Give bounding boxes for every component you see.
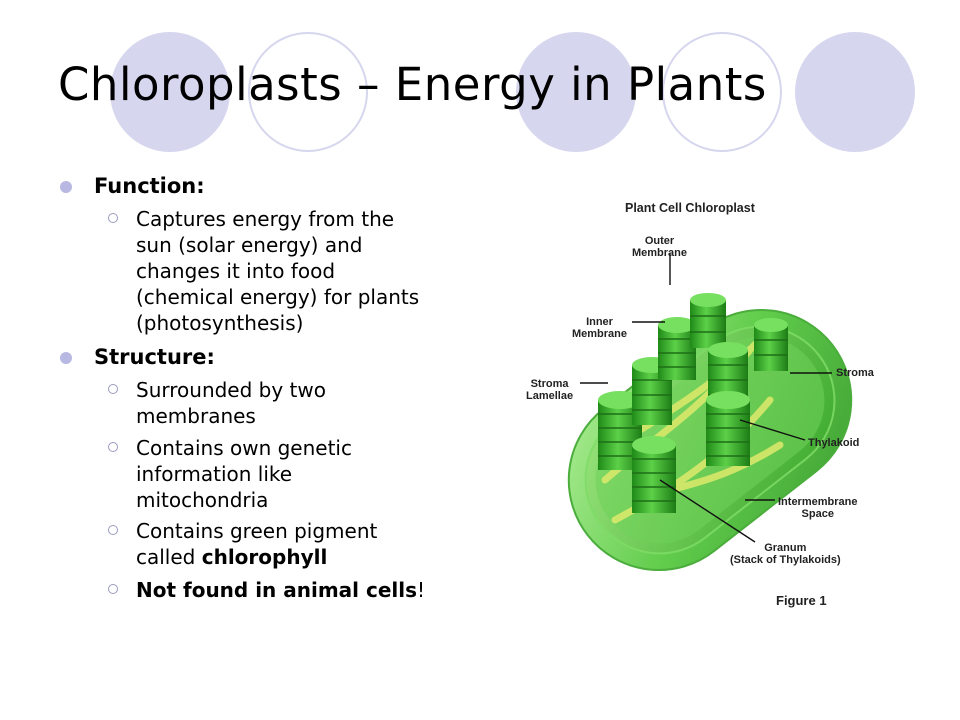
- sub-bullet-ring-icon: [108, 213, 118, 223]
- sub-bullet-function-description: Captures energy from the sun (solar ener…: [108, 206, 456, 336]
- emphasis-text: Not found in animal cells: [136, 578, 418, 602]
- label-line: Granum: [764, 542, 807, 554]
- sub-bullet-not-in-animals: Not found in animal cells!: [108, 577, 456, 603]
- label-thylakoid: Thylakoid: [808, 437, 860, 449]
- label-line: Membrane: [572, 328, 628, 340]
- text-line: Captures energy from the: [136, 207, 395, 231]
- text-line: changes it into food: [136, 259, 336, 283]
- text-line: Not found in animal cells!: [136, 577, 456, 603]
- bullet-heading: Function:: [94, 174, 205, 198]
- sub-bullet-two-membranes: Surrounded by two membranes: [108, 377, 456, 429]
- label-line: Lamellae: [526, 390, 574, 402]
- decor-circle-2: [248, 32, 368, 152]
- sub-bullet-chlorophyll: Contains green pigment called chlorophyl…: [108, 518, 456, 570]
- sub-bullet-ring-icon: [108, 525, 118, 535]
- text-line: mitochondria: [136, 488, 269, 512]
- text-line: sun (solar energy) and: [136, 233, 363, 257]
- sub-bullet-ring-icon: [108, 442, 118, 452]
- bullet-structure: Structure:: [60, 345, 215, 369]
- text-line: Surrounded by two: [136, 378, 326, 402]
- bullet-dot-icon: [60, 352, 72, 364]
- text-line: Contains own genetic: [136, 436, 352, 460]
- label-line: Space: [801, 508, 834, 520]
- diagram-title: Plant Cell Chloroplast: [625, 201, 755, 215]
- text-line: called chlorophyll: [136, 544, 456, 570]
- label-line: (Stack of Thylakoids): [730, 554, 841, 566]
- text-line: Contains green pigment: [136, 519, 378, 543]
- label-granum: Granum (Stack of Thylakoids): [730, 542, 841, 566]
- chloroplast-illustration: [567, 253, 853, 572]
- label-line: Intermembrane: [778, 496, 858, 508]
- text-segment: called: [136, 545, 202, 569]
- figure-caption: Figure 1: [776, 593, 827, 608]
- decor-circle-3: [516, 32, 636, 152]
- label-outer-membrane: Outer Membrane: [632, 235, 687, 259]
- label-leader-lines: [580, 253, 832, 543]
- text-line: membranes: [136, 404, 256, 428]
- slide-title: Chloroplasts – Energy in Plants: [58, 58, 767, 111]
- bullet-function: Function:: [60, 174, 205, 198]
- label-intermembrane-space: Intermembrane Space: [778, 496, 857, 520]
- label-line: Inner: [586, 316, 613, 328]
- grana-stacks: [598, 293, 788, 513]
- chlorophyll-term: chlorophyll: [201, 545, 328, 569]
- label-line: Stroma: [530, 378, 569, 390]
- label-inner-membrane: Inner Membrane: [572, 316, 627, 340]
- sub-bullet-ring-icon: [108, 384, 118, 394]
- bullet-dot-icon: [60, 181, 72, 193]
- bullet-heading: Structure:: [94, 345, 215, 369]
- text-line: information like: [136, 462, 293, 486]
- text-line: (photosynthesis): [136, 311, 304, 335]
- decor-circle-1: [110, 32, 230, 152]
- label-stroma-lamellae: Stroma Lamellae: [526, 378, 573, 402]
- sub-bullet-ring-icon: [108, 584, 118, 594]
- decor-circle-5: [795, 32, 915, 152]
- chloroplast-diagram: Plant Cell Chloroplast Outer Membrane In…: [520, 190, 900, 620]
- sub-bullet-genetic-info: Contains own genetic information like mi…: [108, 435, 456, 513]
- label-stroma: Stroma: [836, 367, 874, 379]
- text-segment: !: [417, 578, 426, 602]
- decor-circle-4: [662, 32, 782, 152]
- text-line: (chemical energy) for plants: [136, 285, 420, 309]
- label-line: Membrane: [632, 247, 688, 259]
- label-line: Outer: [644, 235, 675, 247]
